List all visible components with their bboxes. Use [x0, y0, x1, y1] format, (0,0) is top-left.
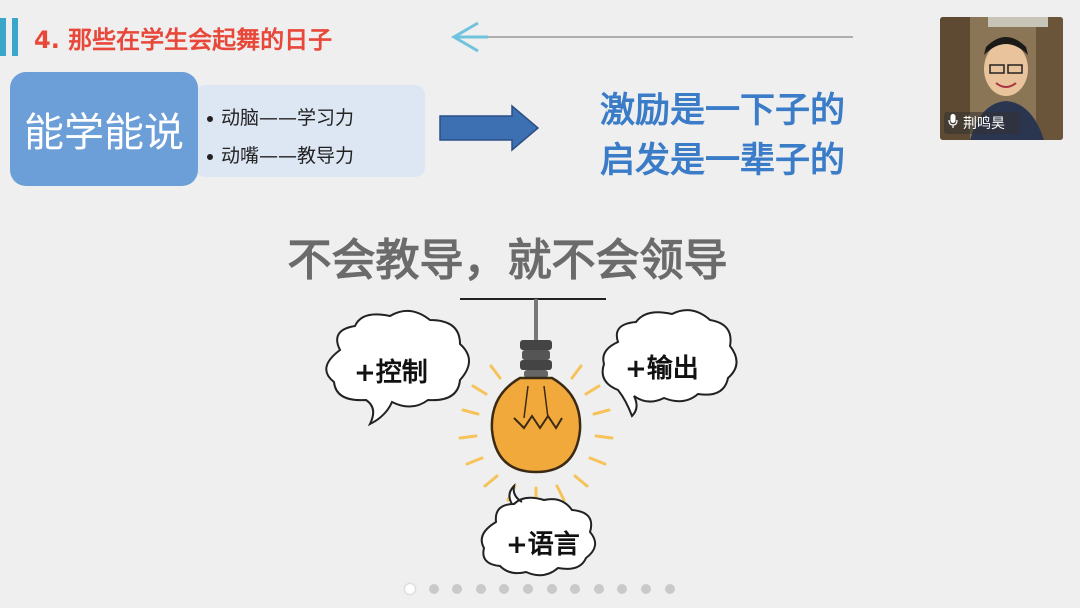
pagination-dot[interactable] [570, 584, 581, 594]
participant-video[interactable] [940, 17, 1063, 140]
pagination-dot[interactable] [428, 584, 439, 594]
pagination-dot[interactable] [617, 584, 628, 594]
pagination-dot[interactable] [452, 584, 463, 594]
bullet-item: 动脑——学习力 [207, 103, 354, 130]
bubble-label-language: +语言 [506, 530, 580, 560]
slide-title: 4. 那些在学生会起舞的日子 [34, 26, 333, 54]
lightbulb-illustration [325, 298, 738, 577]
right-arrow-icon [439, 104, 540, 152]
quote-line-2: 启发是一辈子的 [600, 141, 846, 181]
main-concept-box: 能学能说 [10, 72, 198, 186]
participant-name-tag: 荆鸣昊 [944, 112, 1020, 134]
pagination-dot[interactable] [641, 584, 651, 594]
participant-name: 荆鸣昊 [963, 116, 1005, 132]
title-accent-bar [0, 18, 6, 56]
bubble-label-control: +控制 [354, 358, 428, 388]
pagination-dot[interactable] [475, 584, 486, 594]
back-arrow-icon[interactable] [448, 20, 858, 54]
title-accent-bar [12, 18, 18, 56]
pagination-dot[interactable] [405, 584, 415, 594]
quote-line-1: 激励是一下子的 [600, 91, 846, 131]
pagination-dot[interactable] [546, 584, 557, 594]
pagination-dot[interactable] [664, 584, 675, 594]
pagination-dot[interactable] [593, 584, 604, 594]
bubble-label-output: +输出 [625, 354, 699, 384]
person-thumbnail [940, 17, 1063, 140]
slide-pagination [405, 584, 685, 596]
microphone-icon [948, 114, 958, 132]
pagination-dot[interactable] [523, 584, 533, 594]
headline: 不会教导，就不会领导 [287, 235, 728, 286]
bullets-box: 动脑——学习力 动嘴——教导力 [195, 85, 425, 177]
bullet-item: 动嘴——教导力 [207, 141, 354, 168]
pagination-dot[interactable] [499, 584, 510, 594]
